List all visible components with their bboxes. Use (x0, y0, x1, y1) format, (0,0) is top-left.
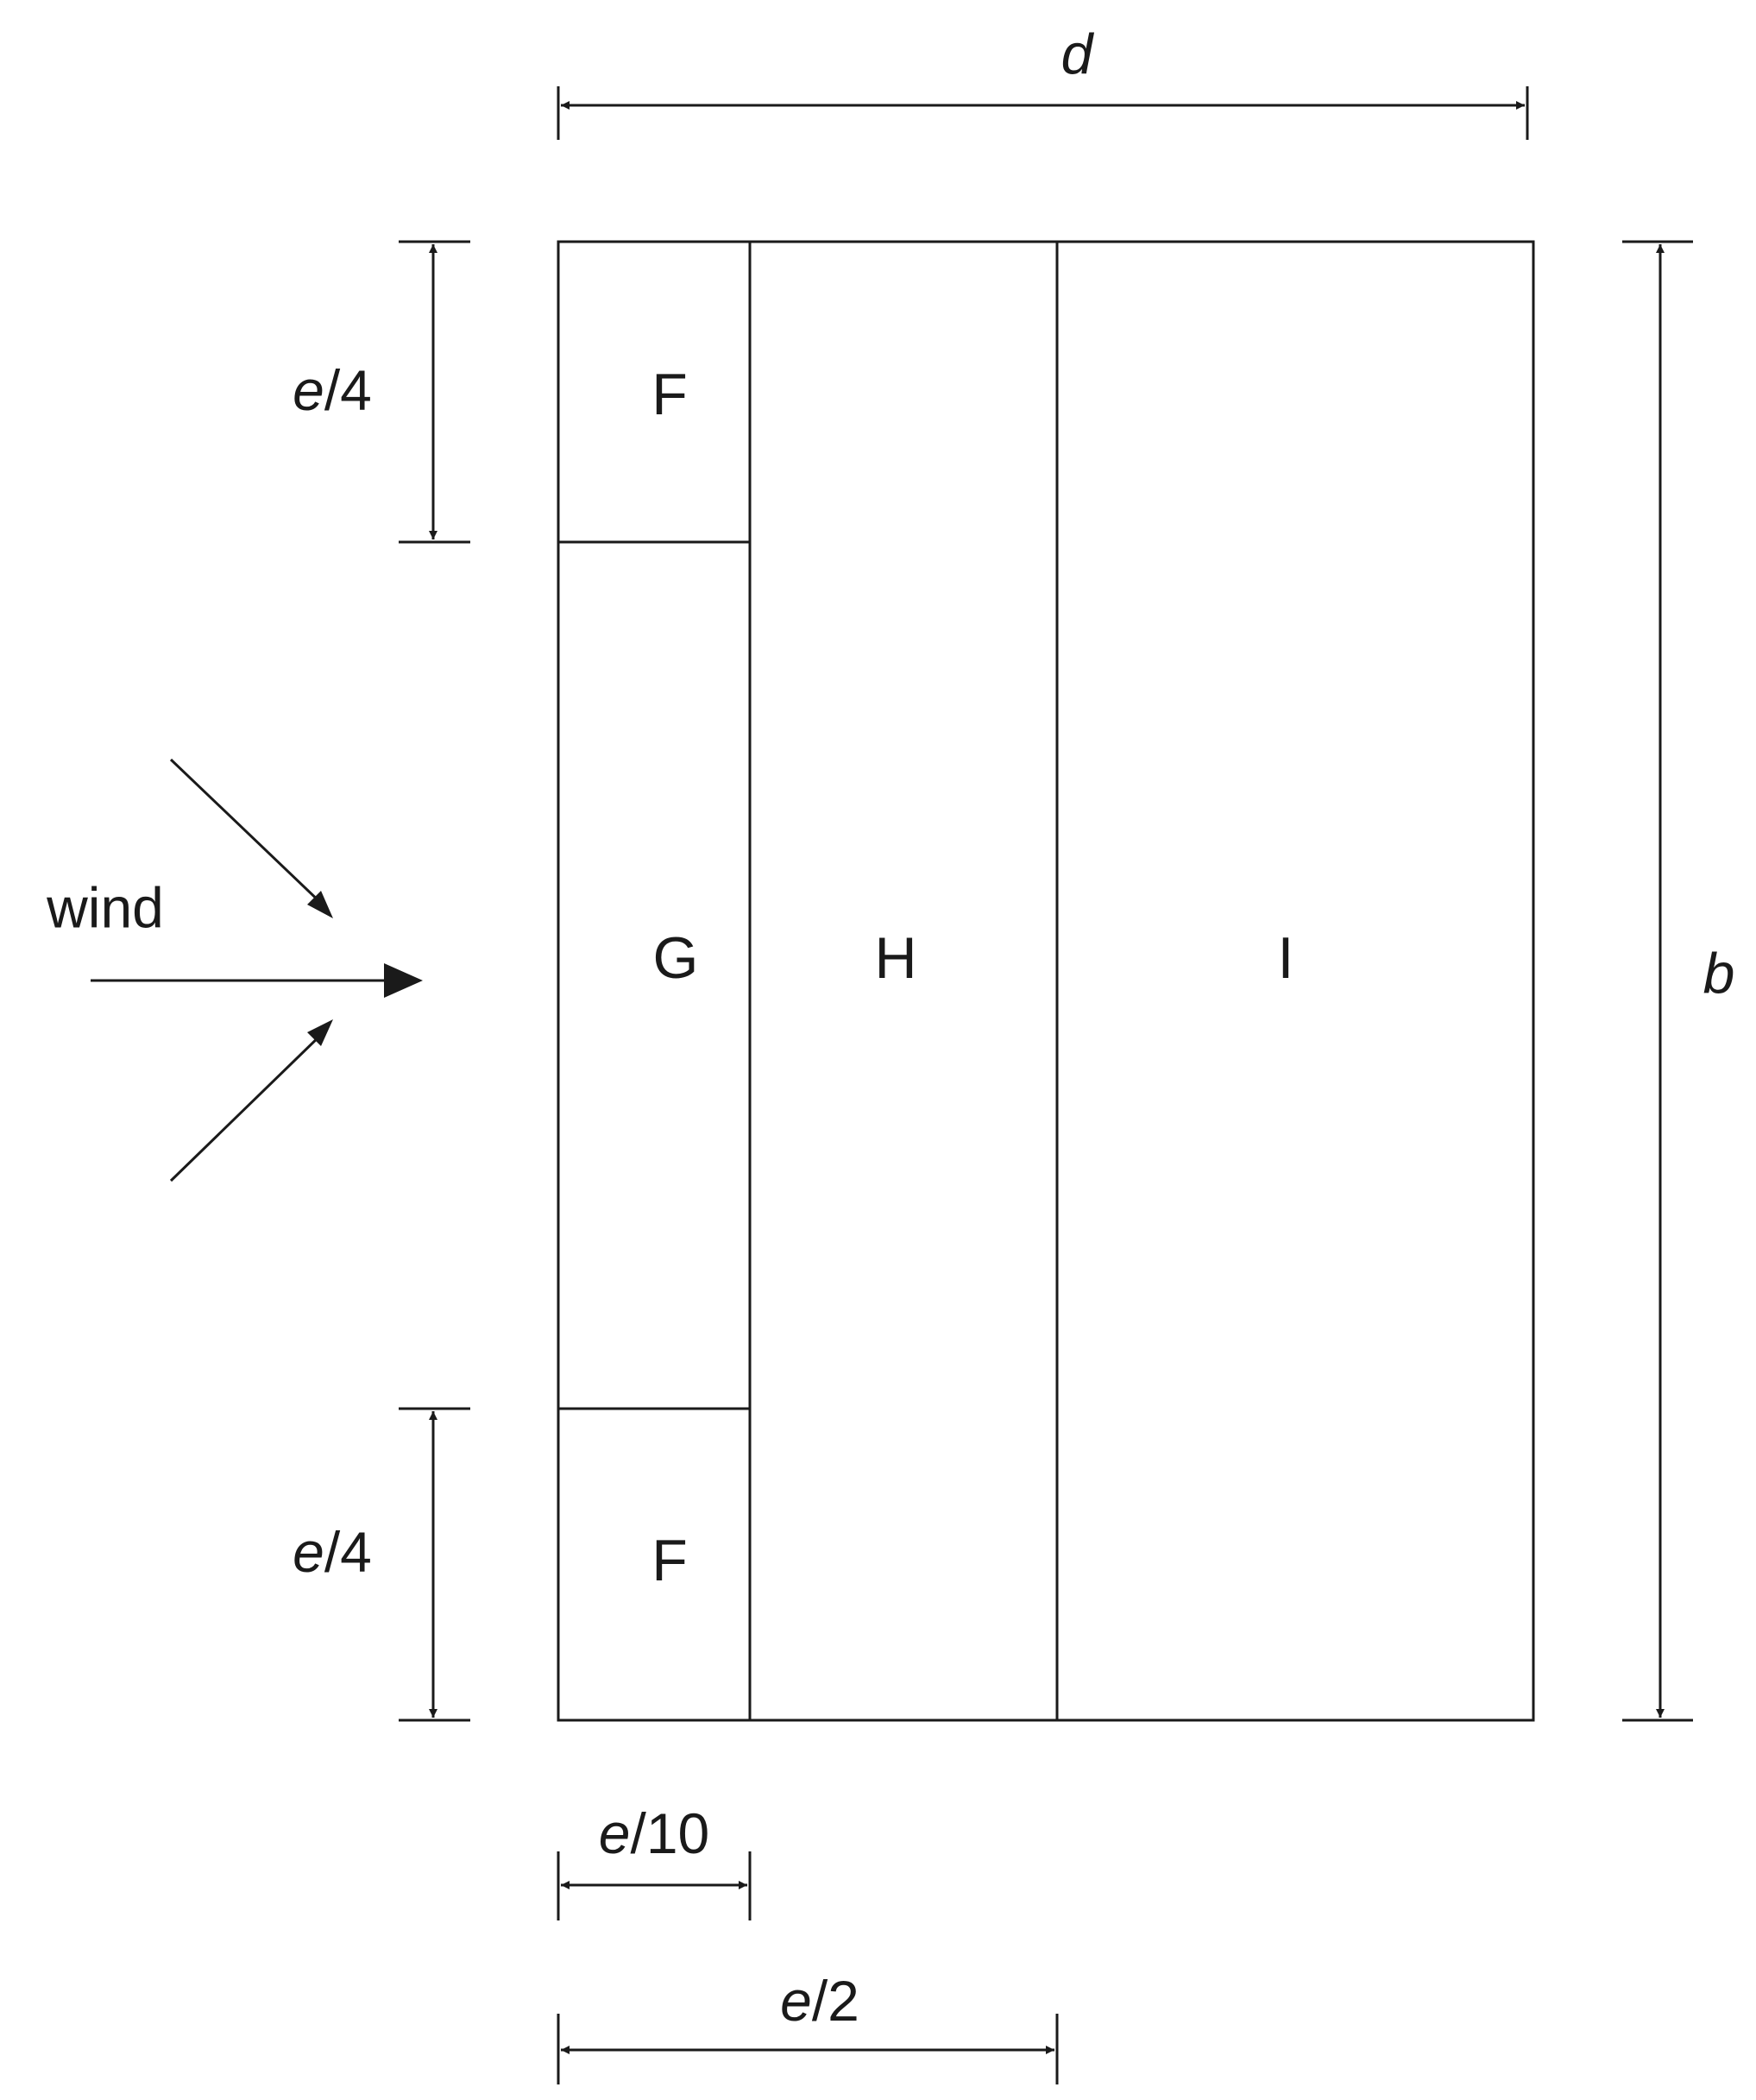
zone-label-i: I (1278, 925, 1294, 991)
wind-arrow-upper (169, 758, 326, 908)
roof-outline (557, 240, 1535, 1722)
dimension-e2-label: e/2 (780, 1969, 859, 2033)
dimension-d: d (557, 22, 1529, 140)
dimension-e10: e/10 (557, 1801, 752, 1920)
dimension-d-label: d (1061, 22, 1095, 85)
dimension-e4-top: e/4 (293, 240, 470, 544)
dimension-b: b (1622, 240, 1735, 1722)
zone-label-g: G (653, 925, 699, 991)
dimension-b-label: b (1703, 941, 1735, 1005)
wind-arrows (91, 758, 423, 1182)
dimension-e4-bottom-label: e/4 (293, 1520, 372, 1584)
zone-label-h: H (874, 925, 916, 991)
dimension-e4-top-label: e/4 (293, 358, 372, 422)
wind-label: wind (46, 875, 164, 939)
dimension-e4-bottom: e/4 (293, 1407, 470, 1722)
zone-label-f-bottom: F (651, 1528, 688, 1593)
wind-arrow-lower (169, 1030, 326, 1182)
dimension-e10-label: e/10 (599, 1801, 709, 1865)
zone-label-f-top: F (651, 362, 688, 427)
dimension-e2: e/2 (557, 1969, 1059, 2084)
